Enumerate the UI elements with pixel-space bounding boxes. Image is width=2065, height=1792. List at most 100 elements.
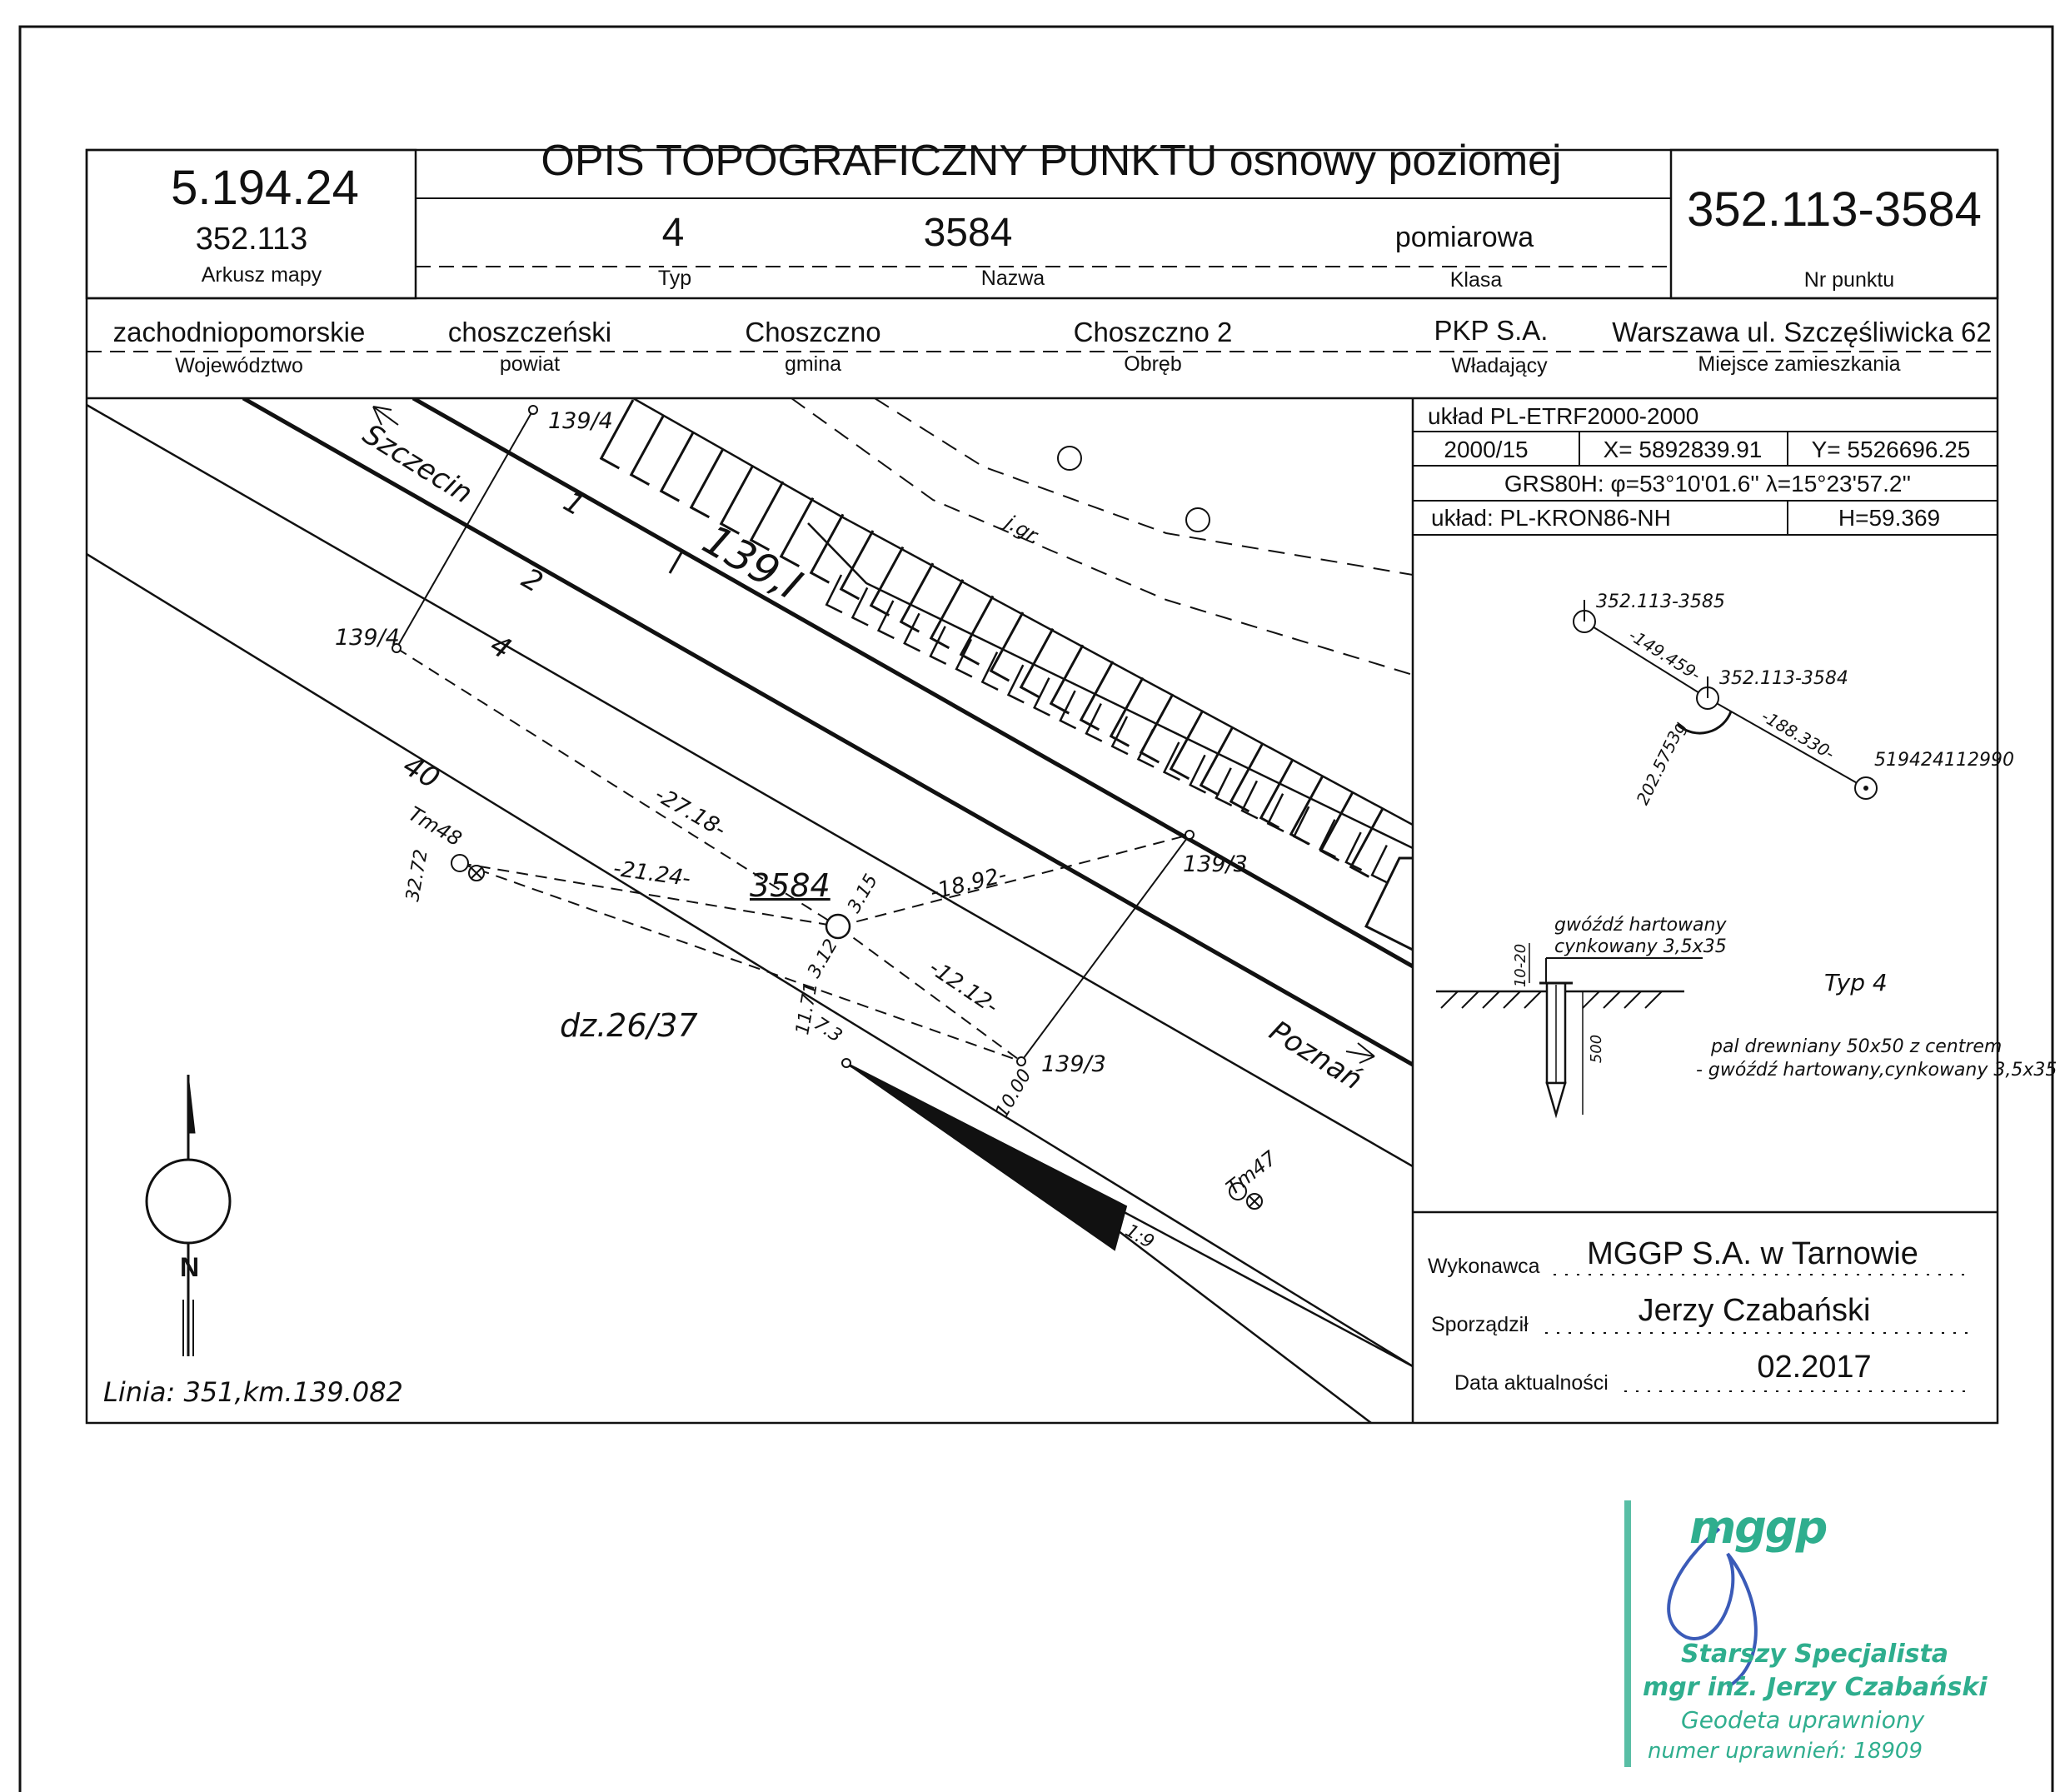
embankment-hatch — [989, 611, 1025, 682]
embankment-hatch — [899, 562, 935, 633]
embankment-hatch — [719, 464, 755, 535]
embankment-hatch — [1370, 844, 1389, 884]
owner-label: Władający — [1451, 354, 1548, 377]
embankment-hatch — [1319, 819, 1336, 858]
voivodeship-value: zachodniopomorskie — [112, 317, 366, 347]
type-value: 4 — [661, 211, 685, 255]
control-point-3584 — [825, 913, 851, 940]
embankment-hatch — [1344, 831, 1363, 871]
embankment-hatch — [1292, 806, 1310, 846]
nail-depth: 10-20 — [1512, 943, 1530, 988]
parcel-label: dz.26/37 — [560, 1007, 698, 1044]
date-label: Data aktualności — [1454, 1371, 1609, 1395]
county-value: choszczeński — [447, 317, 612, 347]
embankment-hatch — [839, 530, 875, 601]
page-title: OPIS TOPOGRAFICZNY PUNKTU osnowy poziome… — [541, 137, 1562, 185]
embankment-hatch — [1109, 676, 1145, 747]
embankment-hatch — [1049, 644, 1085, 715]
orient-point-b: 352.113-3584 — [1719, 668, 1848, 689]
point-label: 3584 — [750, 867, 830, 904]
coord-zone: 2000/15 — [1444, 437, 1529, 462]
contractor-value: MGGP S.A. w Tarnowie — [1587, 1236, 1918, 1271]
sheet-label: Arkusz mapy — [201, 263, 322, 287]
type-label: Typ — [657, 267, 692, 290]
north-label: N — [180, 1252, 200, 1282]
name-value: 3584 — [923, 211, 1013, 255]
orientation-diagram — [1436, 600, 1878, 1119]
embankment-hatch — [1266, 793, 1284, 832]
coord-y: Y= 5526696.25 — [1811, 437, 1971, 462]
track-1-line — [412, 398, 1413, 969]
embankment-hatch — [1079, 661, 1115, 731]
class-value: pomiarowa — [1394, 222, 1534, 253]
name-label: Nazwa — [980, 267, 1045, 290]
embankment-hatch — [809, 513, 845, 584]
embankment-hatch — [869, 546, 905, 616]
mark-139-3-right: 139/3 — [1183, 851, 1248, 877]
embankment-hatch — [1349, 807, 1384, 878]
stamp-line3: Geodeta uprawniony — [1681, 1706, 1925, 1734]
height-system: układ: PL-KRON86-NH — [1431, 505, 1671, 531]
embankment-hatch — [929, 579, 965, 650]
embankment-hatch — [825, 574, 843, 614]
embankment-hatch — [1240, 780, 1259, 820]
point-number-label: Nr punktu — [1803, 268, 1895, 292]
date-value: 02.2017 — [1757, 1350, 1872, 1385]
prepared-label: Sporządził — [1431, 1313, 1529, 1336]
embankment-hatch — [659, 432, 695, 502]
stamp-logo: mggp — [1689, 1501, 1828, 1554]
voivodeship-label: Województwo — [175, 354, 303, 377]
embankment-hatch — [749, 481, 785, 552]
residence-label: Miejsce zamieszkania — [1698, 352, 1901, 376]
embankment-base — [807, 522, 1413, 850]
marker-desc-2: - gwóźdź hartowany,cynkowany 3,5x35 — [1696, 1060, 2058, 1081]
coord-system: układ PL-ETRF2000-2000 — [1428, 403, 1699, 429]
commune-value: Choszczno — [745, 317, 881, 347]
tree-icon — [1185, 507, 1210, 532]
embankment-hatch — [1259, 758, 1294, 829]
embankment-hatch — [1169, 709, 1205, 781]
embankment-hatch — [1019, 627, 1055, 698]
embankment-hatch — [599, 399, 635, 470]
embankment-hatch — [1059, 690, 1077, 730]
track-2-line — [242, 398, 1413, 1067]
stamp-line4: numer uprawnień: 18909 — [1648, 1739, 1923, 1764]
marker-desc-1: pal drewniany 50x50 z centrem — [1711, 1036, 2003, 1057]
edge-line-2 — [1107, 1222, 1372, 1423]
embankment-hatch — [1110, 716, 1129, 756]
track-40-line — [87, 552, 1413, 1368]
embankment-hatch — [1199, 726, 1235, 796]
height-value: H=59.369 — [1838, 505, 1941, 531]
point-number: 352.113-3584 — [1687, 182, 1982, 237]
tree-icon — [1057, 446, 1082, 471]
stamp-line2: mgr inż. Jerzy Czabański — [1643, 1673, 1988, 1702]
embankment-hatch — [929, 626, 947, 666]
embankment-hatch — [1139, 693, 1175, 764]
mark-139-3-bottom: 139/3 — [1041, 1051, 1106, 1077]
county-label: powiat — [499, 352, 561, 376]
sheet-number: 352.113 — [195, 222, 308, 257]
embankment-hatch — [779, 497, 815, 568]
embankment-hatch — [1136, 728, 1155, 768]
embankment-hatch — [876, 600, 895, 640]
sheet-code: 5.194.24 — [171, 161, 359, 215]
class-label: Klasa — [1449, 268, 1503, 292]
contractor-label: Wykonawca — [1428, 1255, 1540, 1278]
embankment-hatch — [689, 448, 725, 519]
nail-label-2: cynkowany 3,5x35 — [1554, 936, 1727, 957]
owner-value: PKP S.A. — [1434, 315, 1549, 346]
precinct-label: Obręb — [1124, 352, 1182, 376]
embankment-hatch — [955, 638, 973, 678]
embankment-hatch — [1162, 741, 1180, 781]
embankment-hatch — [1215, 767, 1233, 807]
embankment-hatch — [1085, 702, 1103, 742]
stamp-line1: Starszy Specjalista — [1681, 1640, 1949, 1669]
embankment-hatch — [980, 651, 999, 691]
coord-x: X= 5892839.91 — [1603, 437, 1763, 462]
mark-139-4-top: 139/4 — [548, 408, 613, 434]
embankment-top — [632, 398, 1413, 826]
surveyor-stamp: mggp Starszy Specjalista mgr inż. Jerzy … — [1619, 1495, 1988, 1772]
nail-label-1: gwóźdź hartowany — [1554, 915, 1727, 936]
mark-139-4-left: 139/4 — [335, 625, 400, 651]
